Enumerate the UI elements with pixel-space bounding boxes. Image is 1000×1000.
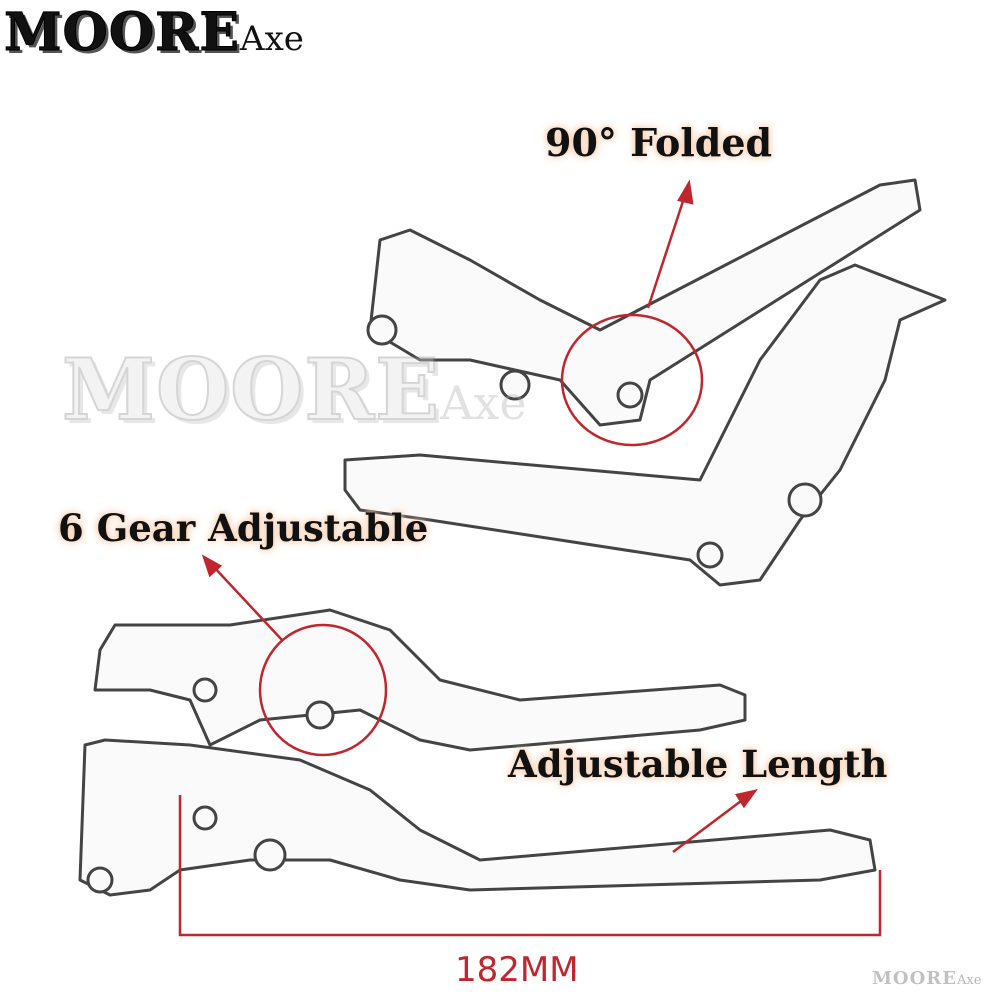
adjuster-nut: [499, 369, 531, 401]
adjuster-nut: [253, 838, 287, 872]
length-arrow-line: [672, 797, 746, 853]
pivot-bolt: [696, 541, 724, 569]
dimension-bracket: [178, 795, 882, 937]
pivot-bolt: [86, 866, 114, 894]
pivot-bolt: [616, 381, 644, 409]
folded-lever-top: [368, 178, 922, 427]
gear-arrow-line: [211, 564, 283, 641]
gear-adjustable-label: 6 Gear Adjustable: [58, 506, 429, 550]
folded-highlight-circle: [560, 313, 704, 447]
adjuster-nut: [787, 482, 823, 518]
logo-suffix-text: Axe: [240, 19, 304, 59]
watermark-suffix-text: Axe: [440, 376, 527, 430]
pivot-bolt: [192, 677, 218, 703]
logo-main-text: MOORE: [3, 2, 241, 64]
adjustable-lever-middle: [93, 608, 747, 752]
pivot-bolt: [192, 805, 218, 831]
watermark-main-text: MOORE: [61, 339, 441, 440]
gear-highlight-circle: [258, 623, 388, 757]
corner-logo: MOOREAxe: [872, 968, 981, 989]
pivot-bolt: [366, 314, 398, 346]
dimension-label: 182MM: [455, 950, 579, 990]
corner-logo-main-text: MOORE: [872, 968, 957, 989]
adjustable-length-label: Adjustable Length: [508, 742, 888, 786]
folded-label: 90° Folded: [545, 120, 773, 165]
brand-logo: MOOREAxe: [3, 2, 304, 64]
folded-arrow-line: [646, 194, 687, 309]
length-arrowhead: [734, 789, 758, 809]
pivot-bolt: [305, 700, 335, 730]
folded-arrowhead: [677, 179, 694, 205]
corner-logo-suffix-text: Axe: [956, 973, 982, 988]
gear-arrowhead: [201, 554, 223, 578]
watermark-logo: MOOREAxe: [61, 339, 527, 440]
